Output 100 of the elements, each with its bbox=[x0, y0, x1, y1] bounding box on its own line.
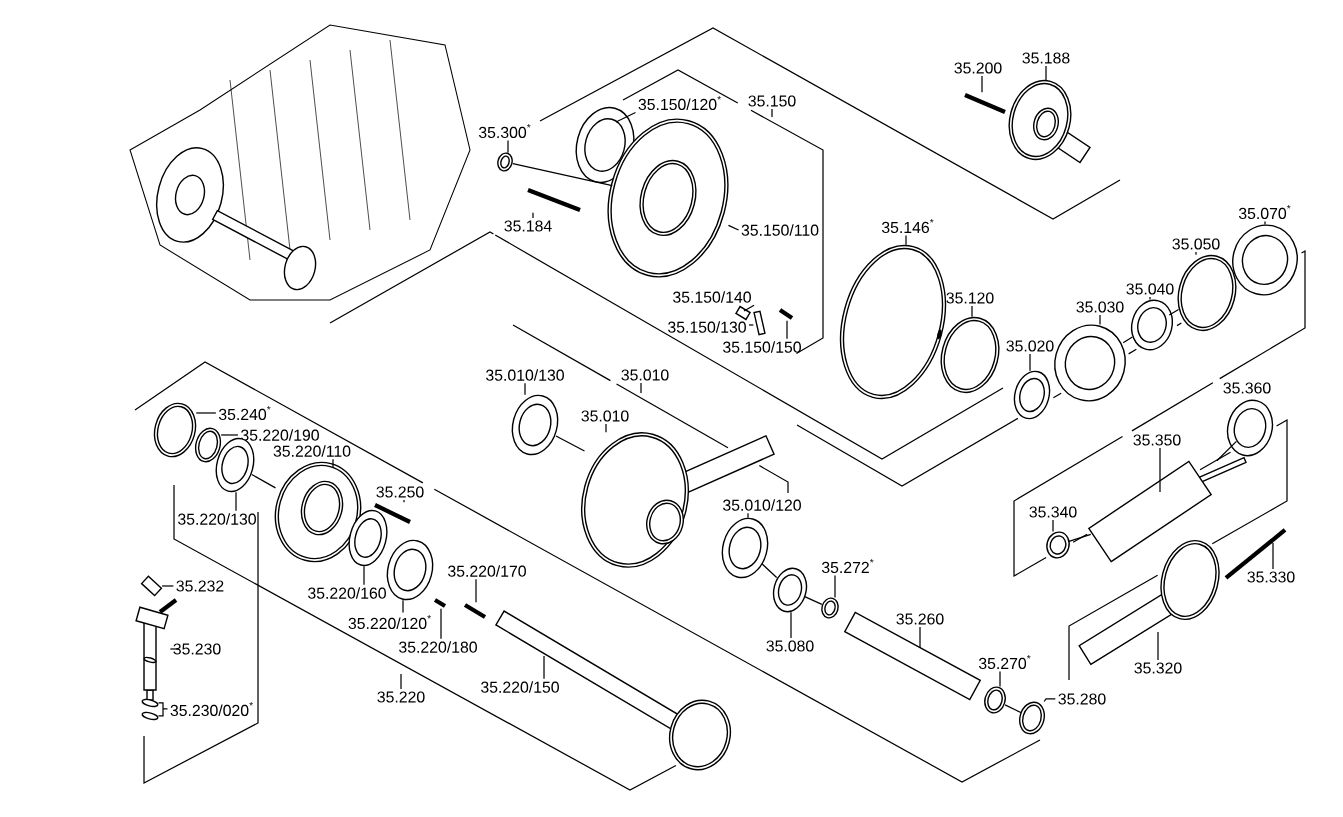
callout-number: 35.080 bbox=[766, 640, 814, 652]
leader-line bbox=[748, 324, 754, 326]
callout-number: 35.040 bbox=[1126, 283, 1174, 295]
callout-number: 35.320 bbox=[1134, 662, 1182, 674]
leader-line bbox=[363, 565, 365, 586]
callout-number: 35.220/150 bbox=[481, 681, 559, 693]
center-line bbox=[804, 596, 823, 605]
center-line bbox=[555, 435, 586, 452]
bearing bbox=[1130, 299, 1174, 351]
washer bbox=[1046, 531, 1070, 559]
leader-line bbox=[169, 648, 180, 650]
center-line bbox=[512, 163, 613, 187]
callout-number: 35.050 bbox=[1172, 238, 1220, 250]
leader-line bbox=[440, 608, 442, 640]
callout-number: 35.220/130 bbox=[178, 513, 256, 525]
o-ring bbox=[821, 597, 839, 619]
leader-line bbox=[507, 139, 509, 154]
leader-line bbox=[771, 108, 773, 118]
callout-number: 35.150/130 bbox=[668, 321, 746, 333]
callout-number: 35.220/190 bbox=[241, 429, 319, 441]
leader-line bbox=[524, 382, 526, 396]
leader-line bbox=[235, 491, 237, 512]
leader-line bbox=[747, 512, 749, 519]
leader-line bbox=[981, 75, 983, 93]
bearing bbox=[721, 517, 769, 579]
bearing bbox=[1054, 324, 1126, 402]
callout-number: 35.220/170 bbox=[448, 565, 526, 577]
spring bbox=[463, 603, 487, 619]
clip bbox=[753, 310, 766, 336]
callout-number: 35.150/110 bbox=[741, 224, 819, 236]
center-line bbox=[251, 473, 277, 489]
snap-ring bbox=[1177, 254, 1237, 332]
leader-line bbox=[543, 655, 545, 680]
callout-number: 35.200 bbox=[954, 62, 1002, 74]
leader-line bbox=[905, 234, 907, 246]
leader-line bbox=[743, 304, 755, 312]
leader-line bbox=[1264, 220, 1266, 226]
callout-number: 35.146$^{*}$ bbox=[881, 218, 934, 234]
leader-line bbox=[640, 382, 642, 394]
leader-line bbox=[161, 585, 174, 587]
o-ring bbox=[141, 698, 159, 721]
leader-line bbox=[1043, 698, 1056, 703]
snap-ring bbox=[386, 539, 434, 601]
washer bbox=[1226, 399, 1274, 457]
leader-line bbox=[532, 212, 534, 219]
leader-line bbox=[1149, 296, 1151, 301]
callout-number: 35.220/180 bbox=[399, 641, 477, 653]
callout-number: 35.220/110 bbox=[273, 445, 351, 457]
callout-number: 35.010 bbox=[621, 369, 669, 381]
callout-number: 35.030 bbox=[1076, 301, 1124, 313]
leader-line bbox=[999, 670, 1001, 688]
washer bbox=[1013, 370, 1051, 420]
callout-number: 35.270$^{*}$ bbox=[978, 654, 1031, 670]
callout-number: 35.220/120$^{*}$ bbox=[348, 614, 432, 630]
leader-line bbox=[1099, 314, 1101, 326]
callout-number: 35.340 bbox=[1029, 506, 1077, 518]
leader-line bbox=[971, 305, 973, 318]
center-line bbox=[1122, 336, 1133, 344]
callout-number: 35.230 bbox=[173, 643, 221, 655]
leader-line bbox=[727, 224, 740, 231]
snap-ring bbox=[940, 316, 1000, 394]
bolt bbox=[964, 93, 1006, 114]
leader-line bbox=[790, 611, 792, 639]
center-line bbox=[1168, 308, 1180, 316]
leader-line bbox=[403, 499, 405, 503]
callout-number: 35.280 bbox=[1058, 693, 1106, 705]
seal-ring bbox=[1232, 224, 1298, 296]
leader-line bbox=[332, 458, 334, 469]
callout-number: 35.010 bbox=[581, 410, 629, 422]
seal-ring bbox=[348, 509, 388, 567]
leader-line bbox=[1159, 447, 1161, 493]
leader-line bbox=[1272, 542, 1274, 570]
plug bbox=[497, 152, 513, 172]
leader-line bbox=[195, 412, 217, 414]
leader-line bbox=[615, 111, 637, 123]
callout-number: 35.120 bbox=[946, 292, 994, 304]
callout-number: 35.260 bbox=[896, 613, 944, 625]
callout-number: 35.220/160 bbox=[308, 587, 386, 599]
callout-number: 35.220 bbox=[377, 691, 425, 703]
callout-number: 35.330 bbox=[1247, 571, 1295, 583]
leader-line bbox=[1045, 65, 1047, 81]
o-ring bbox=[984, 686, 1006, 714]
leader-line bbox=[400, 673, 402, 690]
bolt bbox=[374, 503, 411, 524]
leader-line bbox=[220, 434, 239, 436]
callout-number: 35.150 bbox=[748, 95, 796, 107]
callout-number: 35.300$^{*}$ bbox=[478, 123, 531, 139]
leader-line bbox=[1157, 631, 1159, 661]
leader-line bbox=[605, 423, 607, 433]
bolt bbox=[527, 188, 581, 212]
snap-ring bbox=[1019, 701, 1045, 735]
leader-line bbox=[919, 626, 921, 649]
callout-number: 35.232 bbox=[176, 580, 224, 592]
callout-number: 35.350 bbox=[1133, 434, 1181, 446]
snap-ring bbox=[772, 567, 808, 613]
callout-number: 35.360 bbox=[1223, 382, 1271, 394]
callout-number: 35.188 bbox=[1022, 52, 1070, 64]
callout-number: 35.020 bbox=[1006, 340, 1054, 352]
callout-number: 35.184 bbox=[504, 220, 552, 232]
callout-number: 35.150/140 bbox=[673, 291, 751, 303]
